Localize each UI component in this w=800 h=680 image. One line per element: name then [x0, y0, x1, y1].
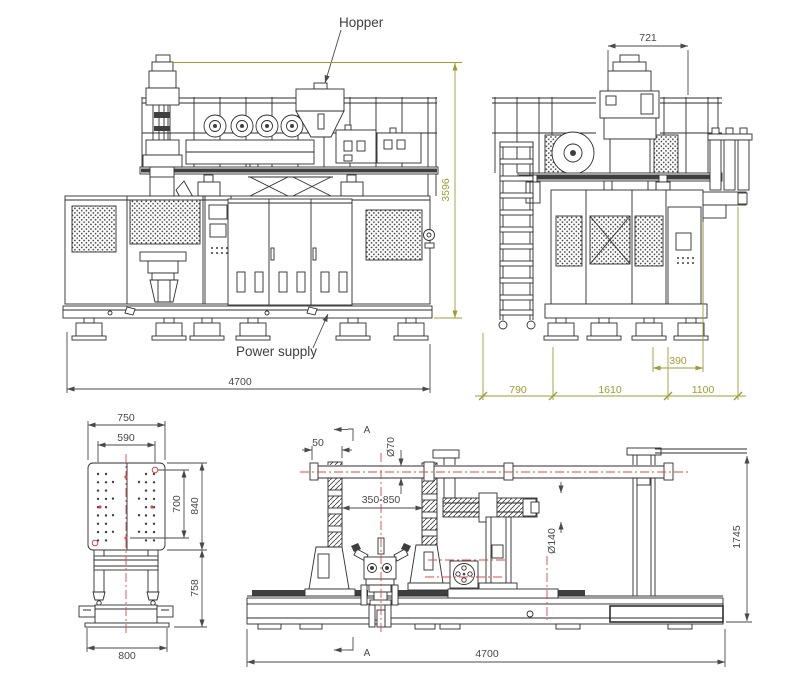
platen-dimensions: 750 590 700 840 758 800	[86, 412, 207, 662]
side-dimensions: 721 390 790 1610 1100	[475, 32, 746, 401]
front-elevation-view: Hopper Power supply 4700 3596	[62, 15, 462, 393]
dim-side-center-span: 1610	[598, 384, 622, 396]
side-elevation-view: 721 390 790 1610 1100	[475, 32, 753, 401]
hopper-label: Hopper	[339, 15, 384, 30]
power-supply-label: Power supply	[236, 344, 317, 359]
dim-front-overall-width: 4700	[228, 376, 252, 388]
section-view: 50 Ø70 350-850 Ø140 1745 4700 A A	[246, 425, 752, 667]
dim-side-tail-offset: 390	[669, 355, 687, 367]
dim-platen-height-holes: 700	[171, 495, 183, 513]
section-cut-markers: A A	[333, 425, 371, 659]
dim-platen-width-outer: 750	[117, 412, 135, 424]
dim-section-frame-height: 1745	[731, 525, 743, 549]
platen-linework	[78, 462, 174, 628]
dim-section-edge-offset: 50	[312, 437, 324, 449]
section-dimensions: 50 Ø70 350-850 Ø140 1745 4700	[246, 437, 752, 667]
dim-side-top-width: 721	[639, 32, 657, 44]
front-dimensions: 4700 3596	[66, 62, 462, 393]
dim-platen-height-outer: 840	[189, 497, 201, 515]
section-centerlines	[300, 453, 688, 632]
front-machine-linework	[62, 54, 439, 341]
power-supply-callout: Power supply	[236, 313, 329, 359]
dim-side-left-span: 790	[509, 384, 527, 396]
hopper-callout: Hopper	[324, 15, 384, 84]
dim-platen-width-base: 800	[118, 650, 136, 662]
dim-section-overall-length: 4700	[475, 648, 499, 660]
section-linework	[246, 447, 747, 630]
platen-view: 750 590 700 840 758 800	[78, 412, 207, 662]
dim-section-barrel-diameter: Ø140	[546, 528, 558, 554]
dim-side-right-span: 1100	[692, 384, 715, 396]
dim-platen-width-holes: 590	[117, 432, 135, 444]
section-marker-top-label: A	[364, 425, 371, 436]
dim-section-travel-range: 350-850	[362, 494, 401, 506]
dim-section-rod-diameter: Ø70	[385, 437, 397, 457]
platen-centerlines	[91, 454, 159, 633]
dim-front-overall-height: 3596	[440, 178, 452, 202]
section-marker-bottom-label: A	[364, 648, 371, 659]
dim-platen-height-stand: 758	[189, 579, 201, 597]
side-machine-linework	[492, 54, 753, 341]
